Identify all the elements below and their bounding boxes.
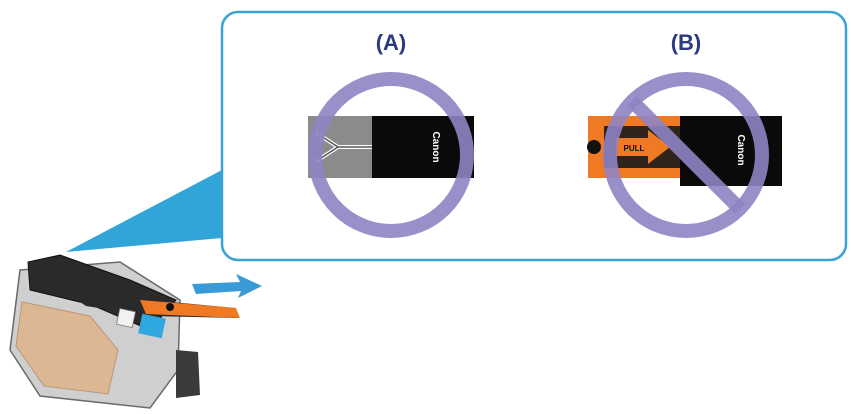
prohibited-slash (627, 96, 745, 214)
callout-pointer (66, 170, 222, 252)
panel-a-brand: Canon (430, 131, 441, 162)
panel-b-tape-dot (587, 140, 601, 154)
panel-b: PULL Canon (587, 72, 782, 238)
panel-b-brand: Canon (735, 134, 746, 165)
panel-a: Canon (308, 72, 474, 238)
pull-direction-arrow (192, 274, 262, 298)
panel-b-label: (B) (671, 30, 702, 55)
circle-ok-sign-icon (308, 72, 474, 238)
ink-cartridge-icon (9, 254, 262, 409)
cartridge-window (15, 301, 119, 395)
panel-b-pull-mark: PULL (624, 144, 645, 153)
cartridge-white-label (116, 308, 136, 328)
prohibited-sign-icon (603, 72, 769, 238)
cartridge-orange-tab (140, 300, 240, 318)
arrow-right-icon (616, 130, 670, 164)
cartridge-cyan-label (138, 313, 166, 339)
cartridge-latch (176, 350, 200, 398)
panel-a-label: (A) (376, 30, 407, 55)
